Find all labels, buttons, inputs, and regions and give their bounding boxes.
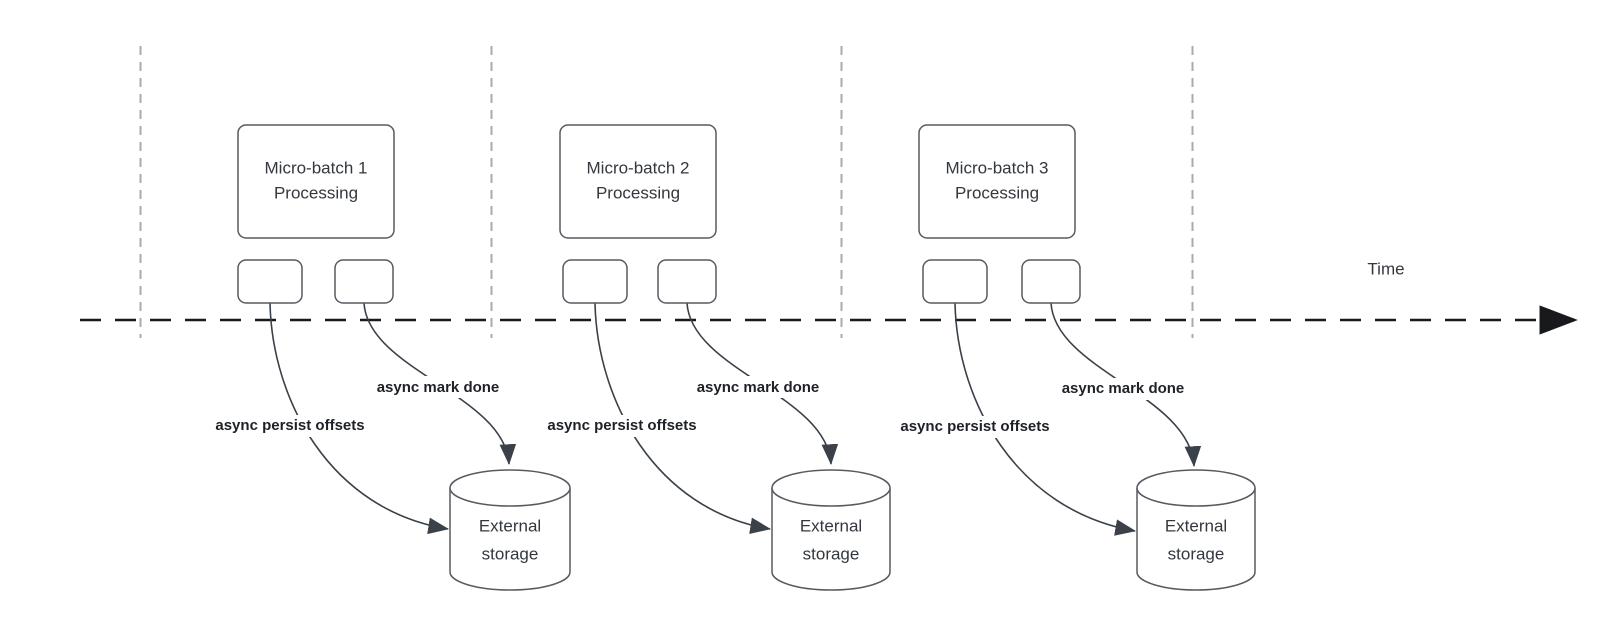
storage-label-line1: External [800, 516, 862, 535]
process-box-label-line2: Processing [596, 183, 680, 202]
external-storage-cylinder: External storage [449, 469, 571, 591]
persist-offsets-label-bg [883, 416, 1067, 438]
process-box-label-line2: Processing [274, 183, 358, 202]
mark-done-label-bg [682, 376, 834, 398]
persist-offsets-label: async persist offsets [547, 417, 696, 434]
process-box [559, 124, 717, 239]
cylinder-top-rim [1136, 487, 1256, 507]
storage-label-line2: storage [803, 544, 860, 563]
micro-batch-3-section: Micro-batch 3 Processing async persist o… [883, 124, 1256, 591]
process-box-label-line1: Micro-batch 1 [265, 158, 368, 177]
mark-done-label: async mark done [697, 379, 820, 396]
done-task-box [657, 259, 717, 304]
storage-label-line2: storage [482, 544, 539, 563]
micro-batch-2-section: Micro-batch 2 Processing async persist o… [530, 124, 891, 591]
persist-offsets-label: async persist offsets [215, 417, 364, 434]
storage-label-line1: External [1165, 516, 1227, 535]
mark-done-label: async mark done [377, 379, 500, 396]
process-box [918, 124, 1076, 239]
persist-offsets-edge [594, 302, 772, 534]
cylinder-top-rim [449, 487, 571, 507]
offset-task-box [922, 259, 988, 304]
storage-label-line2: storage [1168, 544, 1225, 563]
storage-label-line1: External [479, 516, 541, 535]
process-box-label-line2: Processing [955, 183, 1039, 202]
mark-done-label-bg [1047, 378, 1199, 400]
cylinder-top-rim [771, 487, 891, 507]
persist-offsets-label: async persist offsets [900, 418, 1049, 435]
persist-offsets-label-bg [198, 415, 382, 437]
offset-task-box [237, 259, 303, 304]
time-axis-label: Time [1367, 259, 1404, 278]
offset-task-box [562, 259, 628, 304]
done-task-box [1021, 259, 1081, 304]
process-box-label-line1: Micro-batch 3 [946, 158, 1049, 177]
mark-done-label: async mark done [1062, 380, 1185, 397]
persist-offsets-label-bg [530, 415, 714, 437]
process-box [237, 124, 395, 239]
done-task-box [334, 259, 394, 304]
external-storage-cylinder: External storage [1136, 469, 1256, 591]
external-storage-cylinder: External storage [771, 469, 891, 591]
mark-done-label-bg [362, 376, 514, 398]
micro-batch-1-section: Micro-batch 1 Processing async persist o… [198, 124, 571, 591]
persist-offsets-edge [954, 302, 1137, 536]
persist-offsets-edge [269, 302, 450, 535]
process-box-label-line1: Micro-batch 2 [587, 158, 690, 177]
